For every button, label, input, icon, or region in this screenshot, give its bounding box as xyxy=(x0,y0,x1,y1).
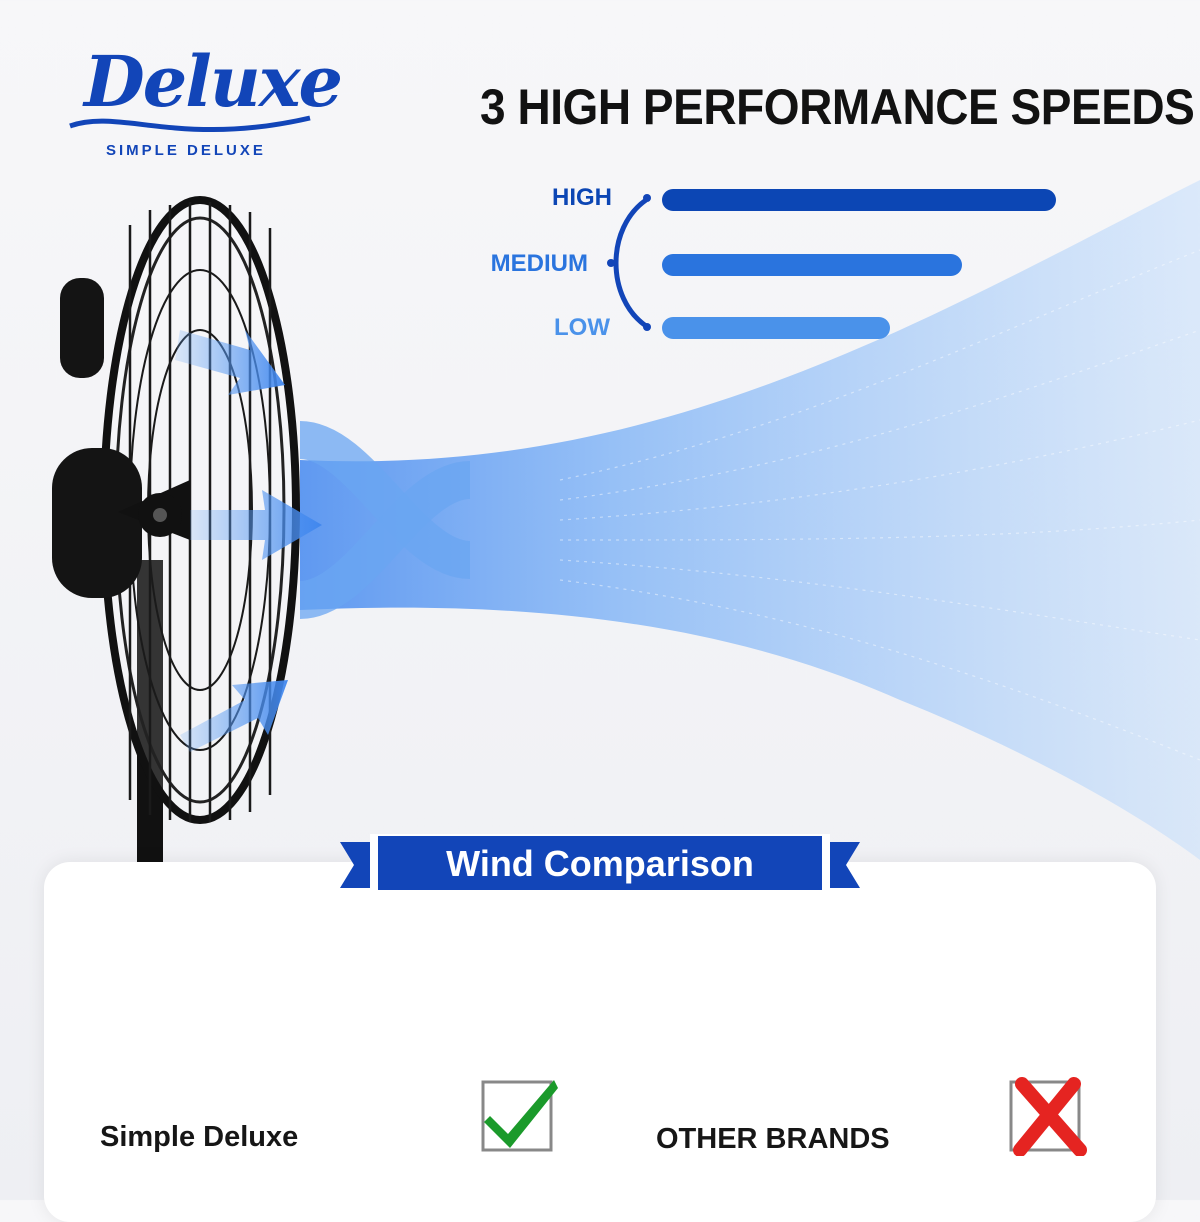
speed-bar-low xyxy=(662,317,890,339)
speed-bar-high xyxy=(662,189,1056,211)
speed-dot-high xyxy=(643,194,651,202)
logo-subtitle: SIMPLE DELUXE xyxy=(106,142,266,159)
other-brands-label: OTHER BRANDS xyxy=(656,1123,890,1155)
speed-arc-icon xyxy=(613,197,648,329)
comparison-banner xyxy=(340,834,860,892)
speed-label-low: LOW xyxy=(554,314,610,341)
speed-label-medium: MEDIUM xyxy=(490,250,588,277)
check-mark-icon xyxy=(481,1080,558,1152)
logo-script-text: Deluxe xyxy=(84,40,343,123)
speed-bar-medium xyxy=(662,254,962,276)
brand-logo: Deluxe SIMPLE DELUXE xyxy=(60,40,343,168)
x-mark-icon xyxy=(1009,1077,1087,1156)
page-title: 3 HIGH PERFORMANCE SPEEDS xyxy=(480,79,1195,135)
comparison-title: Wind Comparison xyxy=(446,843,754,884)
simple-deluxe-label: Simple Deluxe xyxy=(100,1121,299,1153)
speed-dot-low xyxy=(643,323,651,331)
comparison-panel xyxy=(44,862,1156,1222)
speed-dot-medium xyxy=(607,259,615,267)
logo-swoosh-icon xyxy=(69,115,311,133)
speed-label-high: HIGH xyxy=(552,184,612,211)
